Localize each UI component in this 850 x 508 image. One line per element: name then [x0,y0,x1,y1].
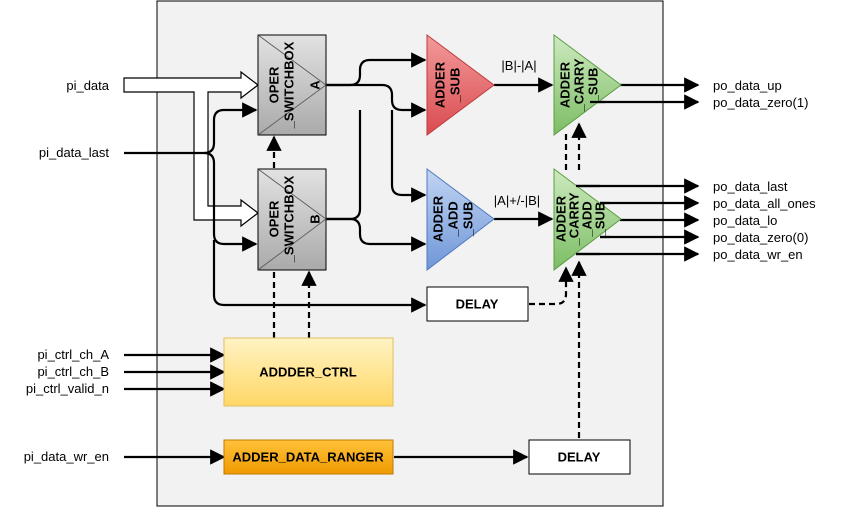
wire-swa-to-sub-bottom [326,83,427,118]
output-po-data-zero-0: po_data_zero(0) [713,230,808,245]
adder-add-sub-line3: _SUB [460,202,475,238]
switchbox-a-line2: _SWITCHBOX [281,41,296,129]
switchbox-b-line1: OPER [266,200,281,237]
output-po-data-up: po_data_up [713,78,782,93]
switchbox-a-port: A [307,80,322,90]
input-pi-data-last: pi_data_last [39,145,109,160]
switchbox-b-block: OPER _SWITCHBOX B [257,168,327,271]
adder-sub-line2: _SUB [447,68,462,104]
delay-top-label: DELAY [456,296,499,311]
adder-carry-add-sub-line3: _ADD [579,201,594,237]
delay-bottom-label: DELAY [558,449,601,464]
adder-carry-add-sub-line2: _CARRY [566,192,581,246]
input-pi-ctrl-ch-b: pi_ctrl_ch_B [37,364,109,379]
label-a-plus-minus-b: |A|+/-|B| [494,193,540,208]
wire-last-to-swa [203,102,258,155]
switchbox-a-line1: OPER [266,66,281,103]
input-pi-data: pi_data [66,78,109,93]
output-po-data-all-ones: po_data_all_ones [713,196,816,211]
adder-data-ranger-label: ADDER_DATA_RANGER [232,449,384,464]
delay-top-block: DELAY [426,286,529,322]
adder-ctrl-block: ADDDER_CTRL [223,337,394,407]
dash-delay-to-carryaddsub [529,266,574,306]
adder-carry-sub-line3: _SUB [585,68,600,104]
wire-last-to-swb [203,151,258,252]
wire-swb-to-addsub-bottom [326,217,427,252]
wire-last-to-delay [212,240,427,313]
output-po-data-zero-1: po_data_zero(1) [713,95,808,110]
output-po-data-wr-en: po_data_wr_en [713,247,803,262]
adder-carry-sub-block: ADDER _CARRY _SUB [553,34,622,136]
adder-carry-add-sub-block: ADDER _CARRY _ADD _SUB [553,168,622,272]
input-pi-ctrl-valid-n: pi_ctrl_valid_n [26,381,109,396]
adder-carry-add-sub-line1: ADDER [553,195,568,242]
pi-data-bus-arrow [123,70,259,228]
adder-ctrl-label: ADDDER_CTRL [259,364,357,379]
input-pi-ctrl-ch-a: pi_ctrl_ch_A [37,347,109,362]
adder-carry-add-sub-line4: _SUB [592,202,607,238]
adder-carry-sub-line1: ADDER [557,61,572,108]
output-po-data-last: po_data_last [713,179,788,194]
input-pi-data-wr-en: pi_data_wr_en [24,449,109,464]
adder-sub-block: ADDER _SUB [426,34,495,136]
adder-add-sub-line2: _ADD [445,201,460,237]
switchbox-b-port: B [307,214,322,223]
output-po-data-lo: po_data_lo [713,213,777,228]
switchbox-a-block: OPER _SWITCHBOX A [257,34,327,136]
delay-bottom-block: DELAY [528,439,631,475]
wire-swa-to-addsub-top [390,110,427,203]
adder-carry-sub-line2: _CARRY [571,58,586,112]
label-b-minus-a: |B|-|A| [501,58,536,73]
switchbox-b-line2: _SWITCHBOX [281,175,296,263]
adder-sub-line1: ADDER [432,61,447,108]
adder-data-ranger-block: ADDER_DATA_RANGER [223,439,394,475]
adder-add-sub-line1: ADDER [430,195,445,242]
adder-add-sub-block: ADDER _ADD _SUB [426,168,495,272]
